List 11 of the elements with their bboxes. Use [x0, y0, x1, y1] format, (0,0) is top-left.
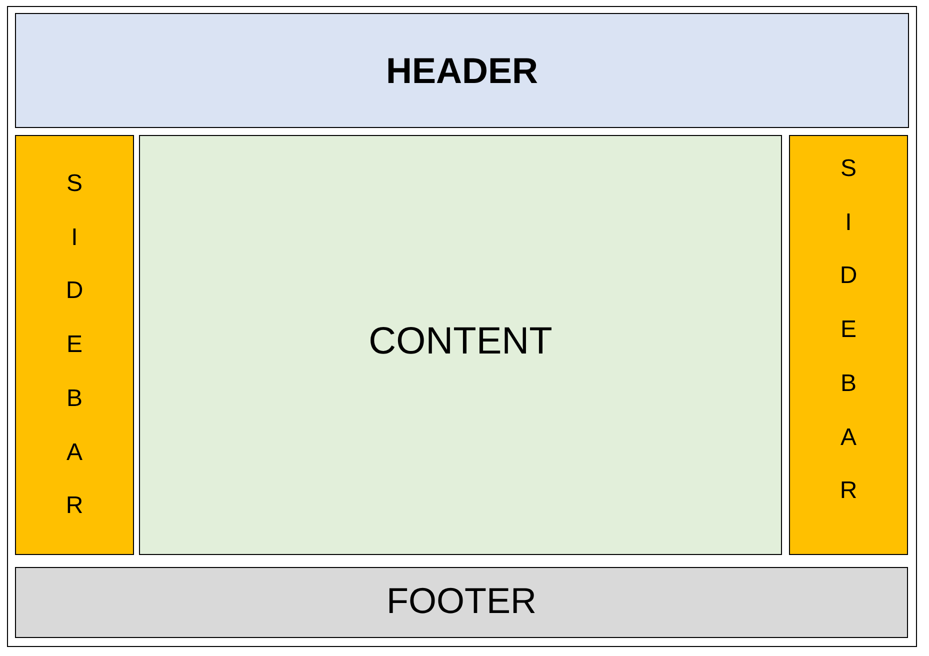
header-panel	[15, 13, 909, 128]
sidebar-panel	[15, 135, 134, 555]
header-label: HEADER	[386, 50, 538, 92]
sidebar-panel	[789, 135, 908, 555]
page-frame	[7, 6, 917, 647]
sidebar-label: S I D E B A R	[838, 154, 858, 506]
sidebar-label: S I D E B A R	[64, 169, 84, 522]
footer-panel	[15, 567, 908, 638]
content-label: CONTENT	[368, 320, 552, 364]
footer-label: FOOTER	[386, 580, 536, 622]
content-panel	[139, 135, 782, 555]
